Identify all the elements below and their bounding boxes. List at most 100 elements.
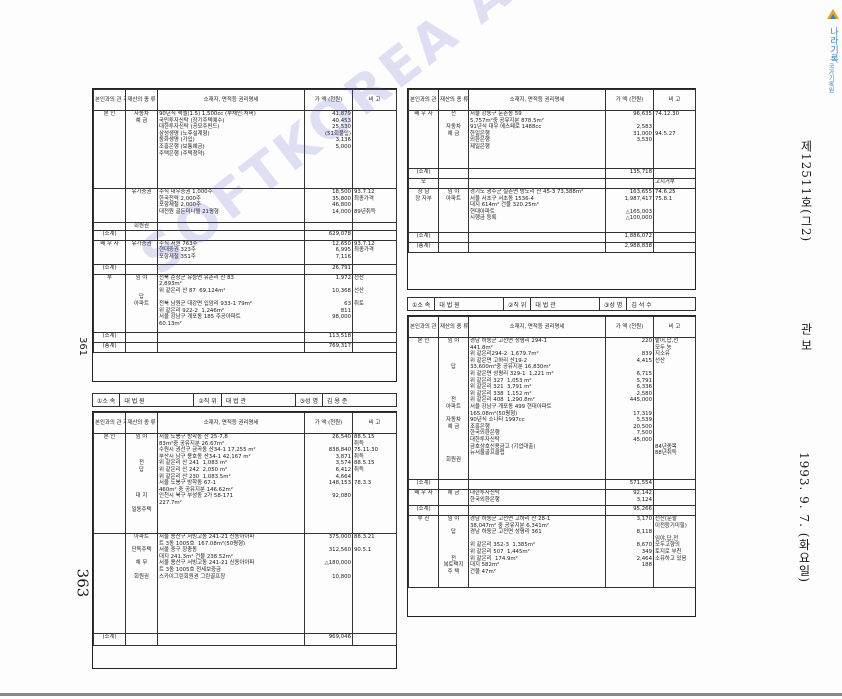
t2-type: 아파트 단독주택 채 무 회원권 [125,533,158,634]
header-asset-type: 재산의 종 류 [438,316,469,338]
t4-location: 대한투자신탁 한국외환은행 [468,489,606,506]
t4-location: 경남 하동군 고전면 성평리 294-1 441.8m² 위 같은리294-2 … [468,337,606,480]
archive-logo-icon [827,9,839,19]
t2-subtotal-label: (소계) [93,633,126,646]
bar-name-label: ③성 명 [296,394,323,406]
t3-subtotal-label: (소계) [408,168,439,179]
t3-location: 서울 강동구 둔촌동 59 5,757m²중 공유지분 878.5m² 91년식… [468,110,606,169]
t1-location: 전북 순창군 유등면 유촌리 산 83 2,893m² 위 같은리 산 87 6… [157,273,305,333]
t3-relation: 장 남 장 자부 [408,188,439,233]
header-note: 비 고 [352,412,397,434]
t4-subtotal-label: (소계) [408,479,439,490]
t1-value: 41,879 40,453 25,530 (51회불입) 3,136 5,000 [304,110,353,189]
t1-subtotal-value: 629,078 [304,229,353,241]
t3-type: 전 자동차 예 금 [438,110,469,169]
gazette-date: 1993. 9. 7. (화요일) [797,452,811,584]
t1-value [304,222,353,231]
t3-relation: 배 우 자 [408,110,439,169]
t1-relation [93,188,126,223]
t1-total-label: (총계) [93,341,126,353]
t2-location: 서울 용산구 서빙고동 241-21 신동아아파 트 3동 1005호 167.… [157,533,305,634]
bar-position-label: ②직 위 [504,298,532,310]
t3-total-value: 2,988,838 [605,242,654,253]
t4-subtotal-value: 571,554 [605,479,654,490]
t1-value: 1,972 10,368 63 811 98,000 [304,273,353,333]
t2-subtotal-value: 969,046 [304,633,353,646]
header-relation: 본인과의 관 계 [93,412,126,434]
t3-relation: 모 [408,178,439,189]
gazette-name: 관 보 [799,323,813,351]
t1-value: 12,650 6,995 7,116 [304,239,353,265]
page-number-small: 361 [77,336,89,357]
t1-location: 90년식 액셀(1.5) 1,500cc (부채인:처버) 국민투자신탁 (장기… [157,110,305,189]
header-location: 소재지, 면적등 권리명세 [468,89,606,111]
bar-affiliation-label: ①소 속 [408,298,436,310]
asset-table-bottom-left: 본인과의 관 계 재산의 종 류 소재지, 면적등 권리명세 가 액 (천원) … [92,411,397,669]
header-value: 가 액 (천원) [605,89,654,111]
header-location: 소재지, 면적등 권리명세 [157,412,305,434]
header-note: 비 고 [352,89,397,111]
t1-relation: 부 [93,273,126,333]
t1-note: 선산 선산 취토 [352,273,397,333]
header-note: 비 고 [653,316,696,338]
t1-relation: 본 인 [93,110,126,189]
t3-location: 경기도 광주군 실촌면 방도리 산 45-3 73,388m² 서울 서초구 서… [468,188,606,233]
t1-subtotal-value: 113,518 [304,331,353,343]
t1-relation [93,222,126,231]
t4-subtotal-label: (소계) [408,505,439,516]
t4-type: 임 야 답 전 아파트 자동차 예 금 회원권 [438,337,469,480]
t1-subtotal-value: 26,791 [304,263,353,275]
t3-type: 임 야 아파트 [438,188,469,233]
t3-value: 163,655 1,987,417 △165,003 △100,000 [605,188,654,233]
t3-note: 74.12.30 94.5.27 [653,110,696,169]
t3-subtotal-label: (소계) [408,232,439,243]
t3-subtotal-value: 135,718 [605,168,654,179]
t4-note: 밭어,답,전 모두 농 지소유 선산 84년종목 88년취득 [653,337,696,480]
t1-location [157,222,305,231]
t1-type: 유가증권 [125,239,158,265]
bar-affiliation-value: 대 법 원 [120,394,195,406]
t1-relation: 배 우 자 [93,239,126,265]
t4-type: 예 금 [438,489,469,506]
bar-position-value: 대 법 관 [531,298,600,310]
t4-relation: 배 우 자 [408,489,439,506]
t3-subtotal-value: 1,886,072 [605,232,654,243]
t2-relation: 본 인 [93,433,126,534]
header-value: 가 액 (천원) [304,89,353,111]
header-asset-type: 재산의 종 류 [125,89,158,111]
official-info-bar-right: ①소 속 대 법 원 ②직 위 대 법 관 ③성 명 김 석 수 [407,297,696,311]
t4-subtotal-value: 95,266 [605,505,654,516]
t4-relation: 본 인 [408,337,439,480]
scan-edge-line [0,693,842,696]
t4-location: 경남 하동군 고전면 고하리 산 28-1 38,047m² 중 공유지분 6,… [468,515,606,588]
t3-note: 74.6.25 75.8.1 [653,188,696,233]
header-value: 가 액 (천원) [304,412,353,434]
t4-value: 220 839 4,415 6,715 5,791 6,336 2,580 44… [605,337,654,480]
header-location: 소재지, 면적등 권리명세 [157,89,305,111]
bar-name-value: 김 용 준 [326,397,348,405]
t2-location: 서울 도봉구 방학동 산 25-7,8 83m²중 공유지분 26.67m² 수… [157,433,305,534]
header-relation: 본인과의 관 계 [93,89,126,111]
t1-type: 임 야 답 아파트 [125,273,158,333]
bar-affiliation-value: 대 법 원 [435,298,504,310]
asset-table-top-right: 본인과의 관 계 재산의 종 류 소재지, 면적등 권리명세 가 액 (천원) … [407,88,696,290]
t1-type: 회원권 [125,222,158,231]
bar-affiliation-label: ①소 속 [93,394,121,406]
bar-name-label: ③성 명 [600,298,628,310]
t1-subtotal-label: (소계) [93,331,126,343]
header-relation: 본인과의 관 계 [408,316,439,338]
archive-logo: 나라기록 국가기록원 [826,6,840,93]
archive-logo-small: 국가기록원 [827,63,834,93]
bar-position-value: 대 법 관 [222,394,296,406]
t4-note: 선산(문할 이전등기미필) 임야,답,전 모두고향의 토지로 부친 소유하고 있… [653,515,696,588]
t2-value: 375,000 312,560 △180,000 10,800 [304,533,353,634]
t3-note: 고지거부 [653,178,696,189]
t2-relation [93,533,126,634]
asset-table-top-left: 본인과의 관 계 재산의 종 류 소재지, 면적등 권리명세 가 액 (천원) … [92,88,397,382]
official-info-bar-left: ①소 속 대 법 원 ②직 위 대 법 관 ③성 명 김 용 준 [92,393,397,407]
header-asset-type: 재산의 종 류 [125,412,158,434]
t3-value: 96,635 2,583 31,000 3,530 [605,110,654,169]
gazette-issue-number: 제12511호(그2) [799,140,813,243]
t4-type: 임 야 답 전 복토택지 주 택 [438,515,469,588]
